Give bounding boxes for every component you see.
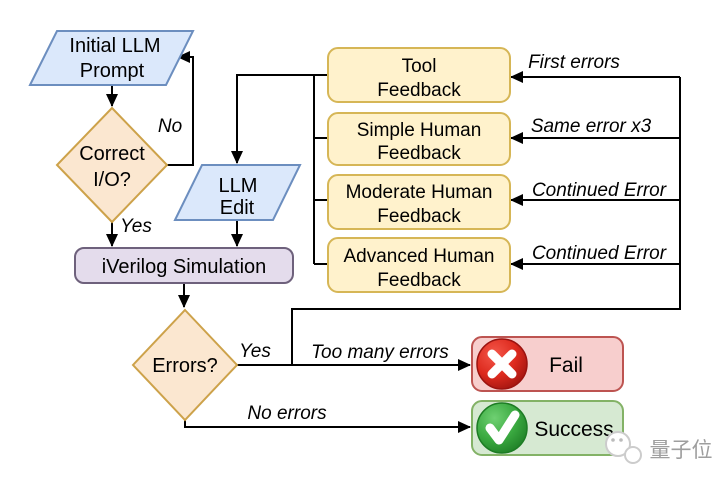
errors-shape bbox=[131, 308, 239, 422]
edge-label-yes-io: Yes bbox=[120, 216, 152, 237]
initial-llm-prompt-shape bbox=[28, 30, 195, 86]
edge-feedback-to-llm-edit bbox=[231, 74, 328, 164]
edge-label-same-error-x3: Same error x3 bbox=[531, 116, 652, 137]
node-correct-io: Correct I/O? bbox=[55, 106, 169, 224]
edge-label-yes-errors: Yes bbox=[239, 341, 271, 362]
correct-io-label-line1: Correct bbox=[79, 143, 145, 165]
watermark: 量子位 bbox=[605, 431, 713, 464]
simple-human-feedback-label-line1: Simple Human bbox=[357, 120, 482, 141]
node-iverilog-simulation: iVerilog Simulation bbox=[74, 247, 294, 284]
node-advanced-human-feedback: Advanced Human Feedback bbox=[327, 237, 511, 293]
node-llm-edit: LLM Edit bbox=[173, 164, 302, 221]
simple-human-feedback-label-line2: Feedback bbox=[377, 143, 461, 164]
moderate-human-feedback-label-line2: Feedback bbox=[377, 206, 461, 227]
moderate-human-feedback-label-line1: Moderate Human bbox=[346, 182, 493, 203]
moderate-human-feedback-shape bbox=[327, 174, 511, 230]
watermark-text: 量子位 bbox=[650, 439, 713, 462]
edge-labels: No Yes Yes Too many errors No errors Fir… bbox=[120, 52, 667, 424]
check-circle-icon bbox=[476, 402, 528, 454]
llm-edit-label-line1: LLM bbox=[219, 175, 258, 197]
iverilog-simulation-shape bbox=[74, 247, 294, 284]
node-tool-feedback: Tool Feedback bbox=[327, 47, 511, 103]
node-initial-llm-prompt: Initial LLM Prompt bbox=[28, 30, 195, 86]
edge-label-first-errors: First errors bbox=[528, 52, 620, 73]
iverilog-simulation-label: iVerilog Simulation bbox=[102, 256, 267, 278]
node-fail: Fail bbox=[471, 336, 624, 392]
fail-label: Fail bbox=[549, 354, 583, 377]
simple-human-feedback-shape bbox=[327, 112, 511, 166]
correct-io-label-line2: I/O? bbox=[93, 169, 131, 191]
edge-no-errors-to-success bbox=[184, 420, 471, 433]
llm-edit-label-line2: Edit bbox=[220, 197, 255, 219]
node-errors: Errors? bbox=[131, 308, 239, 422]
node-success: Success bbox=[471, 400, 624, 456]
edge-errors-right-bus bbox=[291, 77, 681, 365]
advanced-human-feedback-label-line2: Feedback bbox=[377, 270, 461, 291]
edge-label-no-errors: No errors bbox=[247, 403, 327, 424]
node-simple-human-feedback: Simple Human Feedback bbox=[327, 112, 511, 166]
edge-label-no: No bbox=[158, 116, 182, 137]
errors-label: Errors? bbox=[152, 355, 218, 377]
initial-llm-prompt-label-line1: Initial LLM bbox=[69, 35, 160, 57]
edges bbox=[106, 51, 681, 433]
llm-edit-shape bbox=[173, 164, 302, 221]
tool-feedback-label-line1: Tool bbox=[402, 56, 437, 77]
success-label: Success bbox=[534, 418, 613, 441]
initial-llm-prompt-label-line2: Prompt bbox=[80, 60, 145, 82]
qbitai-logo-icon bbox=[605, 431, 642, 464]
tool-feedback-shape bbox=[327, 47, 511, 103]
correct-io-shape bbox=[55, 106, 169, 224]
edge-label-continued-error-moderate: Continued Error bbox=[532, 180, 667, 201]
x-circle-icon bbox=[476, 338, 528, 390]
edge-label-continued-error-advanced: Continued Error bbox=[532, 243, 667, 264]
edge-label-too-many-errors: Too many errors bbox=[311, 342, 449, 363]
node-moderate-human-feedback: Moderate Human Feedback bbox=[327, 174, 511, 230]
advanced-human-feedback-shape bbox=[327, 237, 511, 293]
advanced-human-feedback-label-line1: Advanced Human bbox=[343, 246, 494, 267]
tool-feedback-label-line2: Feedback bbox=[377, 80, 461, 101]
edge-no-loop bbox=[167, 51, 194, 166]
